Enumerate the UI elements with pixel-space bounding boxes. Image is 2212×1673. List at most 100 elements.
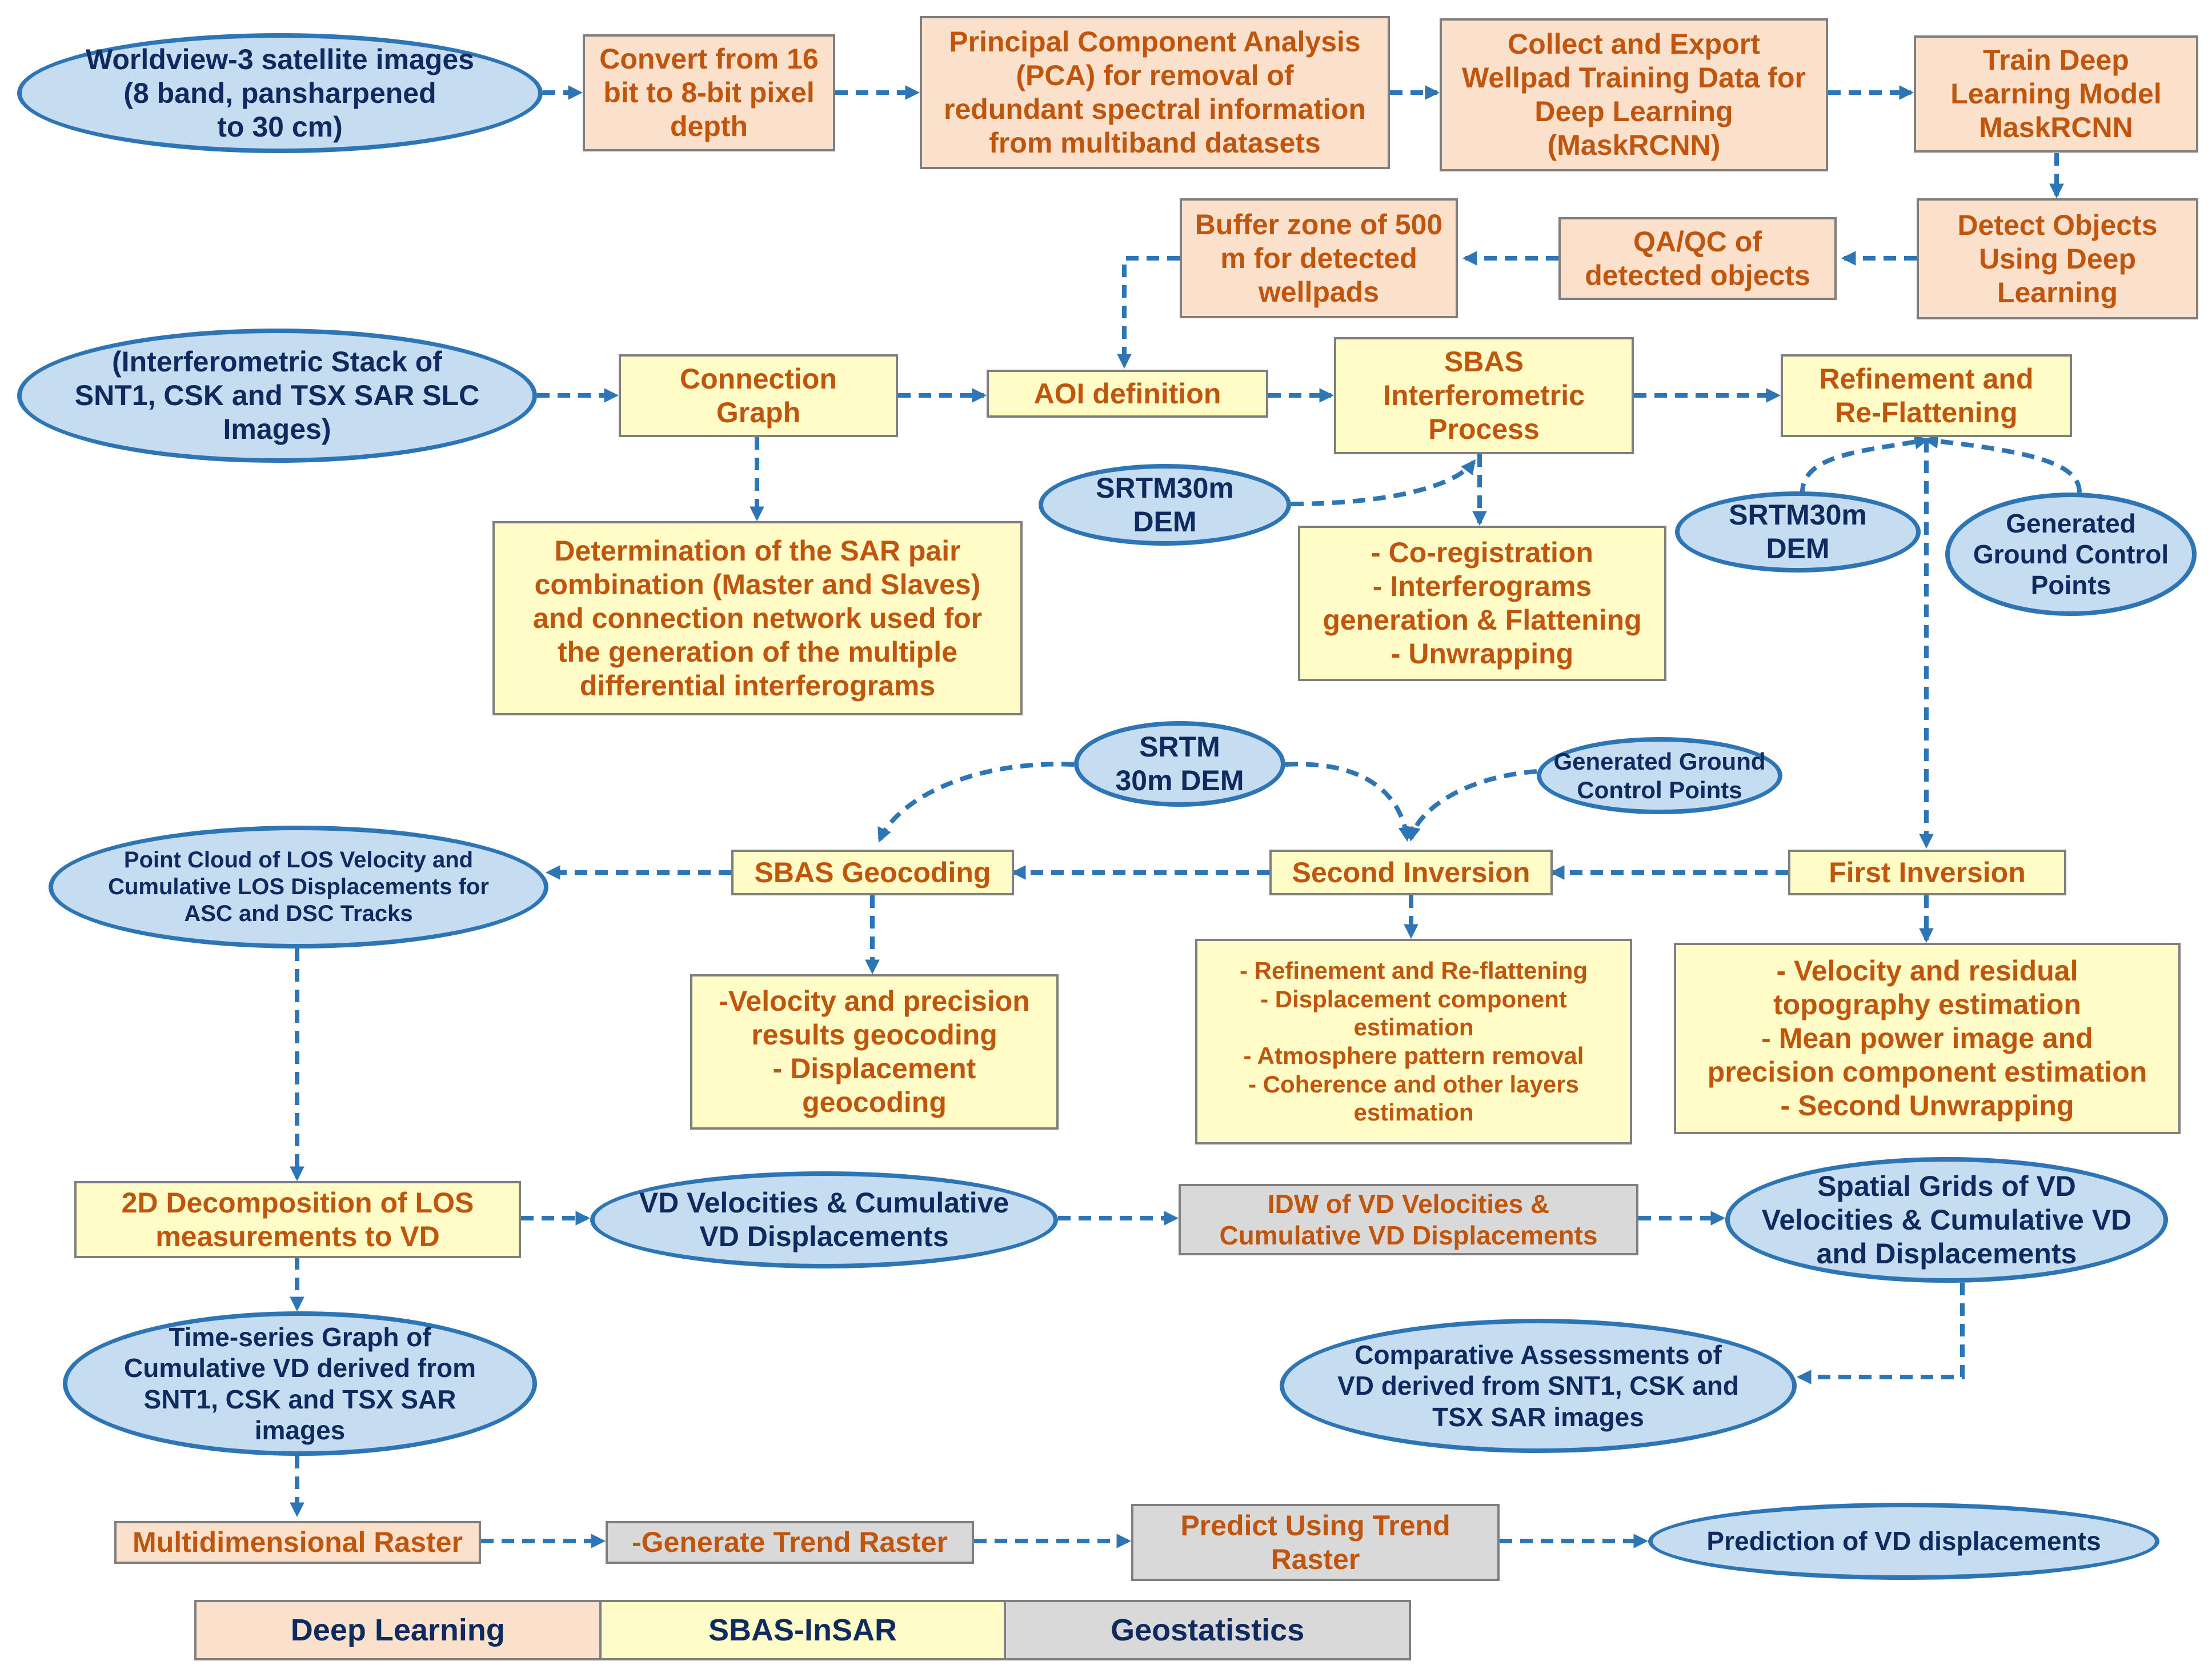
node-text: generation & Flattening xyxy=(1323,604,1642,636)
node-text: Refinement and xyxy=(1819,362,2034,395)
node-text: Prediction of VD displacements xyxy=(1706,1526,2101,1556)
first-inversion-steps-node: - Velocity and residual topography estim… xyxy=(1674,943,2181,1134)
node-text: VD Velocities & Cumulative xyxy=(639,1187,1009,1219)
node-text: - Coherence and other layers xyxy=(1248,1070,1579,1098)
node-text: Cumulative LOS Displacements for xyxy=(108,874,489,899)
vd-velocities-node: VD Velocities & Cumulative VD Displaceme… xyxy=(590,1171,1058,1268)
node-text: QA/QC of xyxy=(1633,225,1762,258)
first-inversion-node: First Inversion xyxy=(1788,850,2066,895)
node-text: images xyxy=(254,1415,346,1445)
node-text: wellpads xyxy=(1258,275,1380,308)
second-inversion-steps-node: - Refinement and Re-flattening - Displac… xyxy=(1195,939,1632,1144)
node-text: 2D Decomposition of LOS xyxy=(121,1186,474,1219)
prediction-vd-node: Prediction of VD displacements xyxy=(1648,1503,2159,1580)
node-text: Interferometric xyxy=(1383,379,1585,411)
second-inversion-node: Second Inversion xyxy=(1269,850,1553,895)
node-text: Connection xyxy=(680,362,837,395)
node-text: Using Deep xyxy=(1978,242,2137,275)
node-text: (MaskRCNN) xyxy=(1547,129,1721,161)
node-text: DEM xyxy=(1766,533,1830,565)
legend-geostatistics: Geostatistics xyxy=(1004,1602,1409,1658)
timeseries-graph-node: Time-series Graph of Cumulative VD deriv… xyxy=(63,1311,537,1456)
node-text: SNT1, CSK and TSX SAR xyxy=(143,1384,456,1414)
node-text: First Inversion xyxy=(1829,856,2026,888)
node-text: - Refinement and Re-flattening xyxy=(1239,957,1588,984)
coregistration-steps-node: - Co-registration - Interferograms gener… xyxy=(1298,526,1666,681)
node-text: Wellpad Training Data for xyxy=(1462,62,1806,94)
ground-control-points-node-2: Generated Ground Control Points xyxy=(1537,737,1782,814)
node-text: Learning xyxy=(1997,276,2118,309)
srtm-dem-node-2: SRTM30m DEM xyxy=(1675,491,1921,573)
node-text: VD derived from SNT1, CSK and xyxy=(1337,1371,1739,1401)
node-text: Collect and Export xyxy=(1508,28,1760,60)
node-text: -Velocity and precision xyxy=(719,985,1030,1017)
node-text: bit to 8-bit pixel xyxy=(603,77,815,109)
node-text: - Atmosphere pattern removal xyxy=(1243,1042,1584,1069)
node-text: Images) xyxy=(223,413,331,445)
node-text: the generation of the multiple xyxy=(557,635,958,668)
node-text: Point Cloud of LOS Velocity and xyxy=(123,847,474,872)
interferometric-stack-node: (Interferometric Stack of SNT1, CSK and … xyxy=(17,329,537,463)
node-text: Time-series Graph of xyxy=(169,1322,431,1352)
node-text: estimation xyxy=(1353,1014,1474,1041)
node-text: SBAS Geocoding xyxy=(754,856,991,888)
legend: Deep Learning SBAS-InSAR Geostatistics xyxy=(194,1600,1411,1660)
node-text: geocoding xyxy=(802,1086,947,1118)
node-text: combination (Master and Slaves) xyxy=(534,568,981,601)
node-text: (8 band, pansharpened xyxy=(123,77,436,109)
node-text: ASC and DSC Tracks xyxy=(184,901,413,927)
node-text: (PCA) for removal of xyxy=(1016,59,1294,91)
velocity-geocoding-node: -Velocity and precision results geocodin… xyxy=(690,974,1059,1130)
node-text: topography estimation xyxy=(1773,988,2081,1020)
node-text: Principal Component Analysis xyxy=(949,26,1361,58)
node-text: Multidimensional Raster xyxy=(133,1526,463,1558)
node-text: m for detected xyxy=(1220,242,1417,274)
node-text: Deep Learning xyxy=(1534,95,1733,127)
convert-bit-depth-node: Convert from 16 bit to 8-bit pixel depth xyxy=(583,34,835,151)
node-text: - Unwrapping xyxy=(1390,638,1574,670)
node-text: Detect Objects xyxy=(1957,209,2158,241)
arrow-srtm3-to-second-inversion xyxy=(1285,762,1413,842)
buffer-zone-node: Buffer zone of 500 m for detected wellpa… xyxy=(1180,198,1458,318)
node-text: Re-Flattening xyxy=(1835,396,2018,429)
node-text: estimation xyxy=(1353,1099,1474,1126)
node-text: Spatial Grids of VD xyxy=(1817,1170,2076,1202)
node-text: AOI definition xyxy=(1033,377,1221,410)
node-text: - Co-registration xyxy=(1371,537,1593,569)
idw-node: IDW of VD Velocities & Cumulative VD Dis… xyxy=(1179,1184,1638,1255)
arrow-spatial-to-comparative xyxy=(1796,1283,1965,1384)
sbas-interferometric-process-node: SBAS Interferometric Process xyxy=(1334,337,1634,454)
node-text: SRTM xyxy=(1139,731,1220,763)
node-text: detected objects xyxy=(1585,259,1810,291)
connection-graph-node: Connection Graph xyxy=(619,354,898,437)
sar-pair-determination-node: Determination of the SAR pair combinatio… xyxy=(492,521,1023,715)
node-text: - Mean power image and xyxy=(1761,1022,2093,1054)
pca-node: Principal Component Analysis (PCA) for r… xyxy=(920,16,1390,169)
arrow-gcp1-to-refinement xyxy=(1923,434,2082,493)
multidimensional-raster-node: Multidimensional Raster xyxy=(114,1521,481,1564)
node-text: SRTM30m xyxy=(1096,471,1234,504)
detect-objects-node: Detect Objects Using Deep Learning xyxy=(1917,198,2198,319)
node-text: redundant spectral information xyxy=(944,93,1366,125)
node-text: Worldview-3 satellite images xyxy=(86,43,474,75)
node-text: - Displacement component xyxy=(1260,985,1567,1012)
node-text: Train Deep xyxy=(1983,44,2129,76)
node-text: Ground Control xyxy=(1973,539,2169,569)
node-text: SNT1, CSK and TSX SAR SLC xyxy=(74,379,480,411)
arrow-gcp2-to-second-inversion xyxy=(1406,769,1537,842)
node-text: Second Inversion xyxy=(1292,856,1530,888)
node-text: -Generate Trend Raster xyxy=(632,1526,948,1558)
node-text: - Velocity and residual xyxy=(1776,955,2078,987)
node-text: Buffer zone of 500 xyxy=(1195,208,1443,241)
node-text: Cumulative VD Displacements xyxy=(1219,1220,1598,1250)
generate-trend-raster-node: -Generate Trend Raster xyxy=(606,1521,974,1564)
srtm-dem-node-1: SRTM30m DEM xyxy=(1039,464,1291,546)
arrow-srtm2-to-refinement xyxy=(1800,434,1930,497)
predict-trend-raster-node: Predict Using Trend Raster xyxy=(1131,1504,1500,1581)
qaqc-node: QA/QC of detected objects xyxy=(1558,217,1837,300)
srtm-dem-node-3: SRTM 30m DEM xyxy=(1074,721,1285,807)
node-text: Learning Model xyxy=(1950,78,2162,110)
node-text: to 30 cm) xyxy=(217,110,343,143)
node-text: SBAS xyxy=(1444,346,1524,378)
